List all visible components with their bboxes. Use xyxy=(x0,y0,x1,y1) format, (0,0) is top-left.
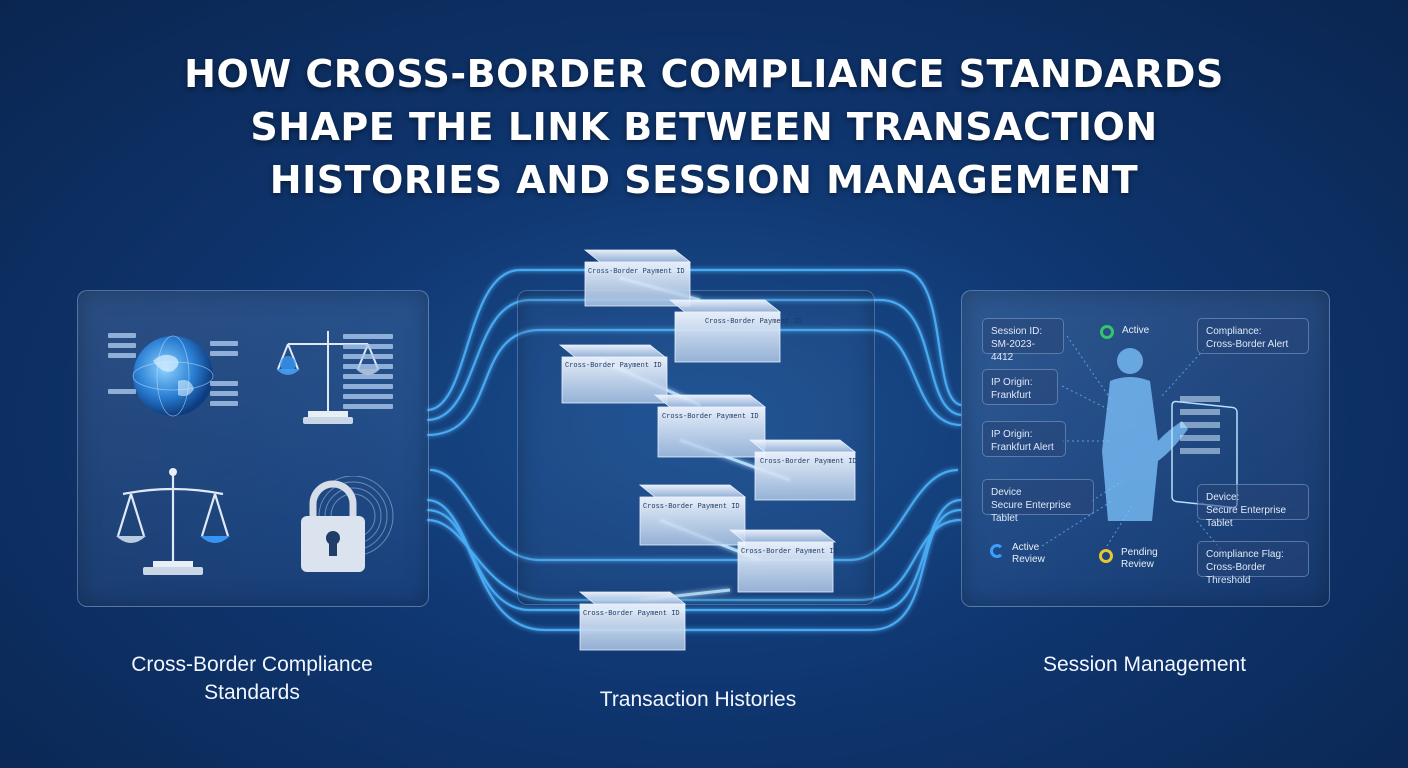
device-chip-1: Device Secure Enterprise Tablet xyxy=(982,479,1094,524)
pending-review-icon xyxy=(1099,549,1113,563)
block-label-8: Cross-Border Payment ID xyxy=(583,610,680,618)
block-label-5: Cross-Border Payment ID xyxy=(760,458,857,466)
compliance-standards-label: Cross-Border Compliance Standards xyxy=(131,653,373,704)
active-review-status: Active Review xyxy=(990,542,1070,570)
block-label-2: Cross-Border Payment ID xyxy=(705,318,802,326)
device-1-value: Secure Enterprise Tablet xyxy=(991,500,1072,524)
ip-origin-chip-2: IP Origin: Frankfurt Alert xyxy=(982,421,1066,457)
compliance-chip: Compliance: Cross-Border Alert xyxy=(1197,318,1309,354)
session-id-value: SM-2023-4412 xyxy=(991,339,1035,363)
device-1-key: Device xyxy=(991,487,1022,498)
session-management-panel: Session ID: SM-2023-4412 Active Complian… xyxy=(961,290,1330,607)
compliance-flag-value: Cross-Border Threshold xyxy=(1206,562,1266,586)
title-line-3: HISTORIES AND SESSION MANAGEMENT xyxy=(269,158,1139,202)
active-review-label: Active Review xyxy=(1012,542,1045,565)
pending-review-status: Pending Review xyxy=(1099,547,1179,575)
block-label-4: Cross-Border Payment ID xyxy=(662,413,759,421)
session-management-label: Session Management xyxy=(1042,653,1247,676)
page-title: HOW CROSS-BORDER COMPLIANCE STANDARDS SH… xyxy=(0,48,1408,207)
active-status-label: Active xyxy=(1122,325,1150,336)
title-line-2: SHAPE THE LINK BETWEEN TRANSACTION xyxy=(250,105,1158,149)
compliance-key: Compliance: xyxy=(1206,326,1262,337)
session-id-chip: Session ID: SM-2023-4412 xyxy=(982,318,1064,363)
block-label-6: Cross-Border Payment ID xyxy=(643,503,740,511)
session-id-key: Session ID: xyxy=(991,326,1043,337)
padlock-fingerprint-icon xyxy=(301,476,394,572)
ip-origin-2-value: Frankfurt Alert xyxy=(991,442,1054,453)
title-line-1: HOW CROSS-BORDER COMPLIANCE STANDARDS xyxy=(184,52,1224,96)
device-2-key: Device: xyxy=(1206,492,1240,503)
compliance-flag-key: Compliance Flag: xyxy=(1206,549,1284,560)
globe-checklist-icon xyxy=(108,333,238,417)
block-label-7: Cross-Border Payment ID xyxy=(741,548,838,556)
scales-of-justice-icon xyxy=(116,468,230,575)
active-status: Active xyxy=(1100,325,1180,341)
ip-origin-chip-1: IP Origin: Frankfurt xyxy=(982,369,1058,405)
active-review-icon xyxy=(990,544,1004,558)
active-status-icon xyxy=(1100,325,1114,339)
device-chip-2: Device: Secure Enterprise Tablet xyxy=(1197,484,1309,529)
ip-origin-2-key: IP Origin: xyxy=(991,429,1033,440)
ip-origin-1-value: Frankfurt xyxy=(991,390,1032,401)
device-2-value: Secure Enterprise Tablet xyxy=(1206,505,1287,529)
compliance-standards-panel xyxy=(77,290,429,607)
compliance-value: Cross-Border Alert xyxy=(1206,339,1289,350)
compliance-flag-chip: Compliance Flag: Cross-Border Threshold xyxy=(1197,541,1309,586)
scales-checklist-icon xyxy=(276,331,393,424)
block-label-1: Cross-Border Payment ID xyxy=(588,268,685,276)
block-label-3: Cross-Border Payment ID xyxy=(565,362,662,370)
pending-review-label: Pending Review xyxy=(1121,547,1158,570)
transaction-histories-label: Transaction Histories xyxy=(599,688,797,711)
ip-origin-1-key: IP Origin: xyxy=(991,377,1033,388)
